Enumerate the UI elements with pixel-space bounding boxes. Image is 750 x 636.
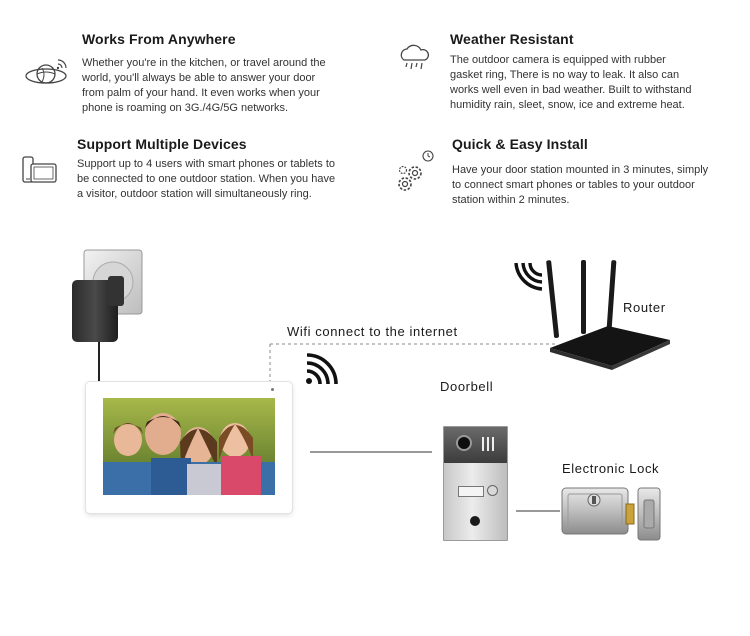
router-label: Router <box>623 300 666 315</box>
doorbell-card-reader <box>470 516 480 526</box>
feature-title: Weather Resistant <box>450 31 574 47</box>
power-adapter-icon <box>68 248 148 344</box>
monitor-status-led <box>271 388 274 391</box>
rain-cloud-icon <box>397 44 431 74</box>
feature-title: Works From Anywhere <box>82 31 236 47</box>
doorbell-camera-strip <box>444 427 507 463</box>
electronic-lock-icon <box>560 484 662 542</box>
doorbell-speaker <box>482 437 494 451</box>
doorbell-panel <box>443 426 508 541</box>
doorbell-name-plate <box>458 486 484 497</box>
devices-icon <box>22 156 58 184</box>
doorbell-camera-lens <box>458 437 470 449</box>
wifi-signal-icon <box>305 353 338 386</box>
globe-wifi-icon <box>24 58 68 90</box>
indoor-monitor <box>86 382 292 513</box>
monitor-screen-photo <box>103 398 275 495</box>
feature-title: Quick & Easy Install <box>452 136 588 152</box>
feature-description: The outdoor camera is equipped with rubb… <box>450 54 692 111</box>
electronic-lock-label: Electronic Lock <box>562 461 660 476</box>
wifi-connect-label: Wifi connect to the internet <box>287 324 458 339</box>
feature-description: Support up to 4 users with smart phones … <box>77 158 336 200</box>
doorbell-call-button <box>487 485 498 496</box>
feature-description: Have your door station mounted in 3 minu… <box>452 164 709 206</box>
router-signal-icon <box>513 260 545 292</box>
doorbell-label: Doorbell <box>440 379 494 394</box>
feature-description: Whether you're in the kitchen, or travel… <box>82 57 326 114</box>
gears-clock-icon <box>396 150 436 194</box>
feature-title: Support Multiple Devices <box>77 136 247 152</box>
router-icon <box>546 256 672 370</box>
